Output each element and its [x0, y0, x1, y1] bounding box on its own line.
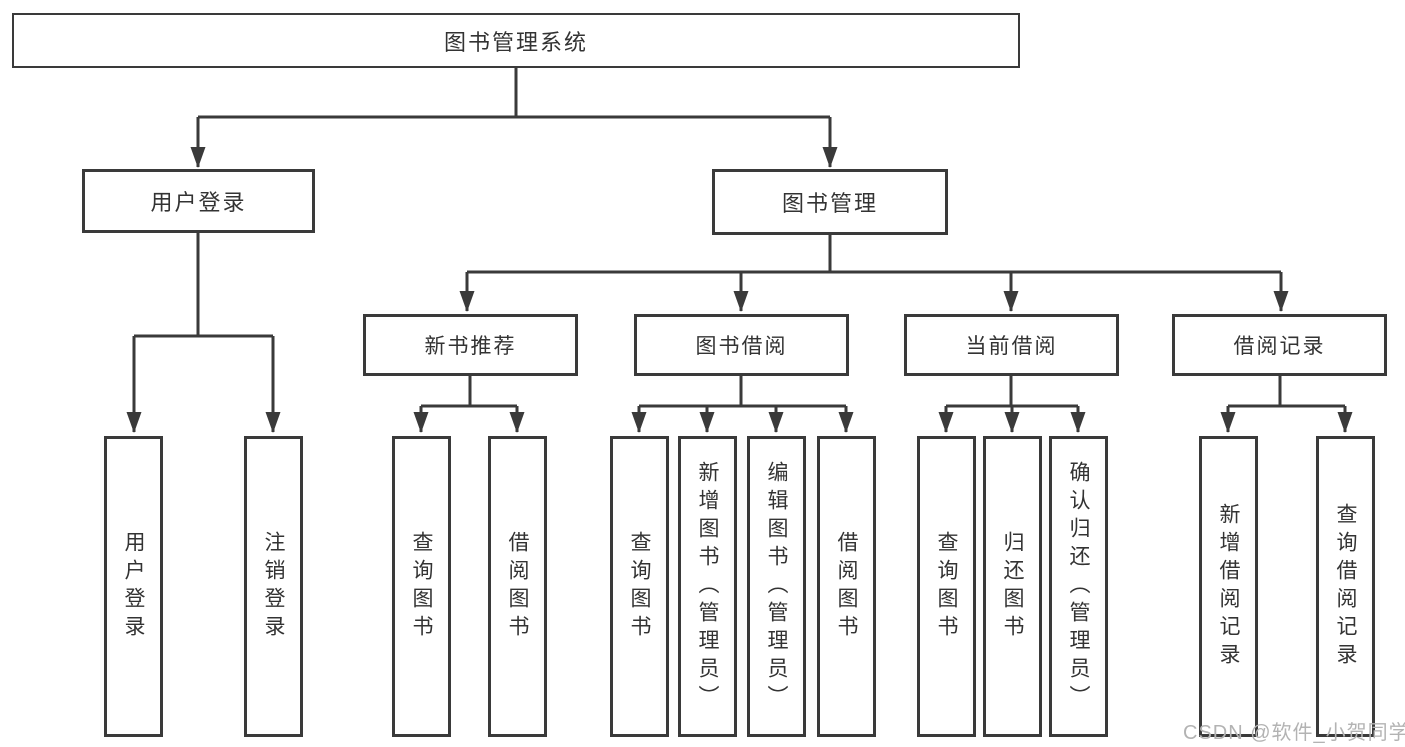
node-borrow-records-label: 借阅记录 [1233, 335, 1326, 358]
node-root-label: 图书管理系统 [443, 29, 588, 55]
tree-edges [126, 68, 1353, 433]
leaf-recommend-borrow-books-label: 借阅图书 [506, 530, 529, 643]
leaf-add-books-admin: 新增图书（管理员） [678, 436, 737, 737]
leaf-borrow-books: 借阅图书 [817, 436, 876, 737]
leaf-return-books: 归还图书 [983, 436, 1042, 737]
leaf-query-borrow-record: 查询借阅记录 [1316, 436, 1375, 737]
node-current-borrow: 当前借阅 [904, 314, 1119, 376]
leaf-confirm-return-admin-label: 确认归还（管理员） [1067, 460, 1090, 713]
leaf-recommend-borrow-books: 借阅图书 [488, 436, 547, 737]
node-current-borrow-label: 当前借阅 [965, 335, 1058, 358]
node-borrow-records: 借阅记录 [1172, 314, 1387, 376]
leaf-user-login: 用户登录 [104, 436, 163, 737]
leaf-confirm-return-admin: 确认归还（管理员） [1049, 436, 1108, 737]
leaf-current-query-books-label: 查询图书 [935, 530, 958, 643]
node-book-borrow: 图书借阅 [634, 314, 849, 376]
node-book-management-label: 图书管理 [781, 191, 878, 216]
leaf-recommend-query-books-label: 查询图书 [410, 530, 433, 643]
leaf-add-books-admin-label: 新增图书（管理员） [696, 460, 719, 713]
leaf-query-borrow-record-label: 查询借阅记录 [1334, 502, 1357, 671]
leaf-borrow-query-books-label: 查询图书 [628, 530, 651, 643]
node-book-borrow-label: 图书借阅 [695, 335, 788, 358]
leaf-current-query-books: 查询图书 [917, 436, 976, 737]
node-user-login: 用户登录 [82, 169, 315, 233]
leaf-recommend-query-books: 查询图书 [392, 436, 451, 737]
leaf-logout: 注销登录 [244, 436, 303, 737]
node-new-book-recommend: 新书推荐 [363, 314, 578, 376]
node-book-management: 图书管理 [712, 169, 948, 235]
leaf-borrow-books-label: 借阅图书 [835, 530, 858, 643]
leaf-edit-books-admin: 编辑图书（管理员） [747, 436, 806, 737]
leaf-logout-label: 注销登录 [262, 530, 285, 643]
leaf-return-books-label: 归还图书 [1001, 530, 1024, 643]
csdn-watermark: CSDN @软件_小贺同学 [1183, 722, 1405, 744]
leaf-borrow-query-books: 查询图书 [610, 436, 669, 737]
leaf-user-login-label: 用户登录 [122, 530, 145, 643]
leaf-add-borrow-record: 新增借阅记录 [1199, 436, 1258, 737]
node-user-login-label: 用户登录 [150, 190, 247, 215]
leaf-add-borrow-record-label: 新增借阅记录 [1217, 502, 1240, 671]
leaf-edit-books-admin-label: 编辑图书（管理员） [765, 460, 788, 713]
node-new-book-recommend-label: 新书推荐 [424, 335, 517, 358]
node-root-system: 图书管理系统 [12, 13, 1020, 68]
